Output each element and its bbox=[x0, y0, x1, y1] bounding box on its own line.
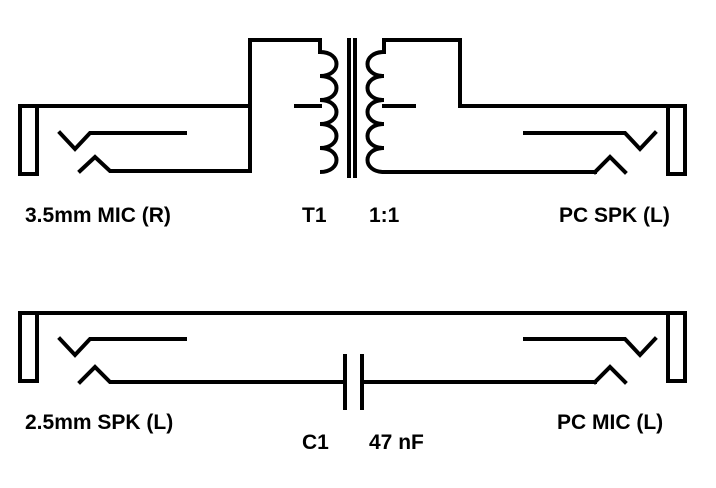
pc-mic-jack-tip-contact bbox=[523, 336, 658, 358]
mic-jack-symbol bbox=[18, 104, 187, 176]
pc-mic-jack-ring-contact bbox=[592, 364, 628, 385]
label-transformer-ratio: 1:1 bbox=[369, 204, 400, 227]
mic-jack-ring-contact bbox=[77, 154, 187, 174]
t1-primary-winding bbox=[318, 40, 339, 174]
mic-jack-tip-contact bbox=[57, 130, 187, 152]
pc-spk-jack-ring-contact bbox=[592, 154, 628, 175]
label-spk-jack: 2.5mm SPK (L) bbox=[25, 411, 173, 434]
label-transformer-ref: T1 bbox=[302, 204, 327, 227]
label-capacitor-ref: C1 bbox=[302, 431, 329, 454]
pc-spk-jack-body bbox=[666, 104, 687, 176]
spk-jack-symbol bbox=[18, 311, 344, 385]
pc-mic-jack-body bbox=[666, 311, 687, 383]
t1-core bbox=[347, 38, 357, 178]
top-circuit bbox=[18, 38, 687, 178]
transformer-t1 bbox=[294, 38, 416, 178]
spk-jack-body bbox=[18, 311, 39, 383]
pc-spk-jack-symbol bbox=[523, 104, 687, 176]
spk-jack-ring-contact bbox=[77, 364, 344, 385]
label-capacitor-value: 47 nF bbox=[369, 431, 424, 454]
label-mic-jack: 3.5mm MIC (R) bbox=[25, 204, 171, 227]
pc-spk-jack-tip-contact bbox=[523, 130, 658, 152]
wire-mic-to-t1-primary-bottom bbox=[183, 38, 322, 173]
label-pc-speaker: PC SPK (L) bbox=[559, 204, 670, 227]
bottom-circuit bbox=[18, 311, 687, 410]
wire-t1-to-pc-spk-top bbox=[382, 38, 670, 108]
capacitor-c1 bbox=[343, 354, 364, 410]
mic-jack-body bbox=[18, 104, 39, 176]
spk-jack-tip-contact bbox=[57, 336, 187, 358]
pc-mic-jack-symbol bbox=[523, 311, 687, 385]
t1-secondary-winding bbox=[365, 40, 386, 174]
label-pc-mic: PC MIC (L) bbox=[557, 411, 663, 434]
